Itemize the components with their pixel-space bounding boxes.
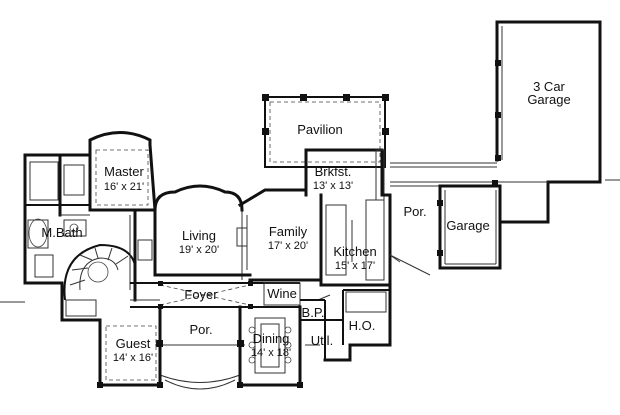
master-suite <box>88 131 157 212</box>
kitchen-size: 15' x 17' <box>335 260 375 272</box>
spiral-stair <box>63 243 136 301</box>
pavilion-label: Pavilion <box>297 122 343 137</box>
util-label: Util. <box>311 333 333 348</box>
guest-room <box>60 281 163 388</box>
pavilion <box>262 94 389 168</box>
living-label: Living <box>182 228 216 243</box>
living-size: 19' x 20' <box>179 244 219 256</box>
side-porch-label: Por. <box>403 204 426 219</box>
garage-label: Garage <box>446 218 489 233</box>
side-garage <box>437 184 502 270</box>
kitchen-block <box>300 193 431 362</box>
exterior-marks <box>0 179 620 303</box>
guest-label: Guest <box>116 336 151 351</box>
family-room <box>237 188 323 282</box>
master-size: 16' x 21' <box>104 181 144 193</box>
garage3-label: 3 Car <box>533 79 565 94</box>
dining-size: 14' x 18' <box>251 347 291 359</box>
garage3-label-2: Garage <box>527 92 570 107</box>
foyer <box>129 208 301 309</box>
three-car-garage <box>390 20 602 224</box>
family-label: Family <box>269 224 308 239</box>
dining-room <box>237 299 326 388</box>
living-room <box>153 184 252 277</box>
bp-label: B.P. <box>302 305 325 320</box>
master-label: Master <box>104 164 144 179</box>
front-porch-label: Por. <box>189 322 212 337</box>
dining-label: Dining <box>253 331 290 346</box>
brkfst-label: Brkfst. <box>315 164 352 179</box>
mbath-label: M.Bath <box>41 225 82 240</box>
front-porch <box>155 307 245 390</box>
master-bath <box>23 153 92 285</box>
brkfst-size: 13' x 13' <box>313 180 353 192</box>
foyer-label: Foyer <box>184 287 218 302</box>
wine-label: Wine <box>267 286 297 301</box>
family-size: 17' x 20' <box>268 240 308 252</box>
guest-size: 14' x 16' <box>113 352 153 364</box>
ho-label: H.O. <box>349 318 376 333</box>
kitchen-label: Kitchen <box>333 244 376 259</box>
